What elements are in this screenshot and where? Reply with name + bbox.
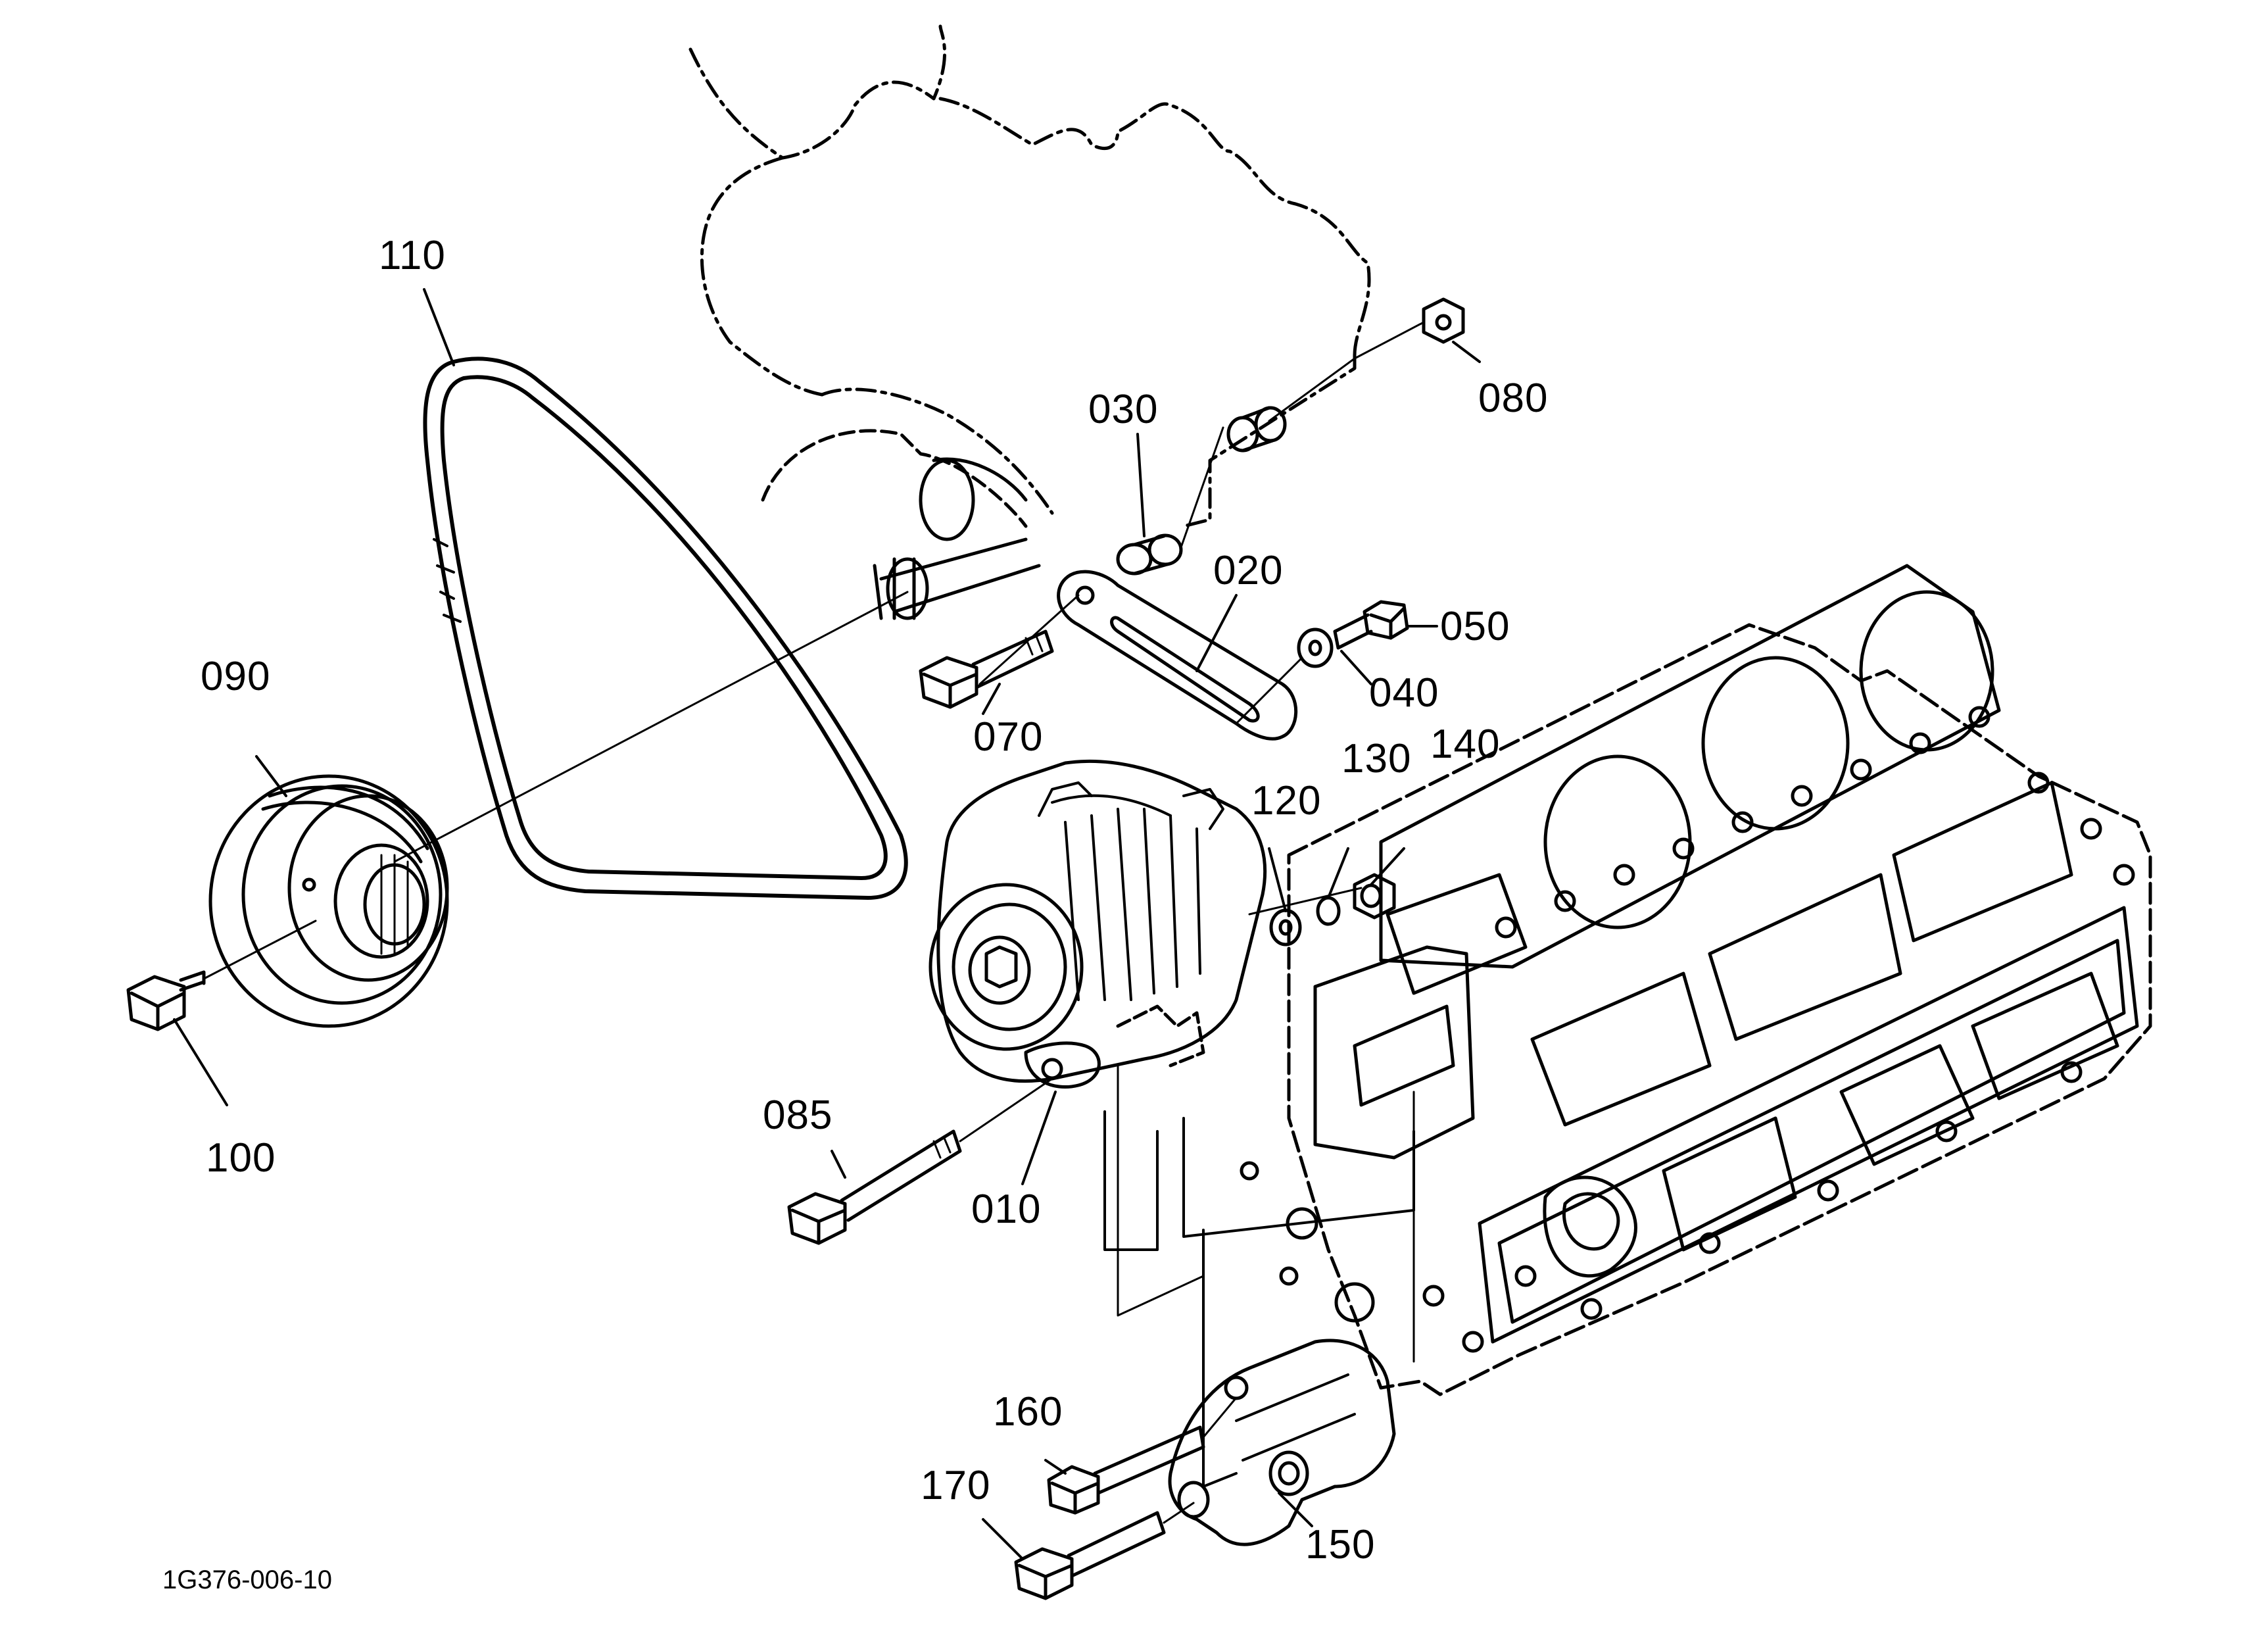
bolt-050 xyxy=(1333,600,1409,650)
callout-140: 140 xyxy=(1430,722,1501,767)
crankshaft-nose xyxy=(761,429,1041,620)
callout-040: 040 xyxy=(1369,670,1439,716)
callout-020: 020 xyxy=(1213,548,1284,593)
engine-block xyxy=(1103,564,2152,1488)
washer-120 xyxy=(1269,908,1302,946)
callout-070: 070 xyxy=(973,714,1044,760)
callout-150: 150 xyxy=(1305,1522,1376,1567)
spacer-030 xyxy=(1116,533,1183,576)
callout-085: 085 xyxy=(763,1093,833,1138)
bolt-070 xyxy=(919,629,1054,709)
callout-080: 080 xyxy=(1478,376,1549,421)
callout-130: 130 xyxy=(1341,736,1412,781)
alignment-lines xyxy=(203,321,1425,1524)
bolt-160 xyxy=(1047,1425,1205,1515)
bolt-170 xyxy=(1014,1511,1166,1600)
callout-010: 010 xyxy=(971,1187,1042,1232)
nut-080 xyxy=(1422,297,1465,344)
callout-030: 030 xyxy=(1088,387,1159,432)
collar xyxy=(1226,406,1287,453)
callout-170: 170 xyxy=(921,1463,991,1508)
spring-washer-130 xyxy=(1316,896,1341,926)
fan-belt xyxy=(423,356,908,900)
fan-pulley xyxy=(208,774,449,1028)
washer-040 xyxy=(1297,627,1334,668)
bolt-100 xyxy=(126,970,206,1031)
alternator xyxy=(929,759,1267,1089)
figure-reference: 1G376-006-10 xyxy=(162,1565,332,1594)
callout-160: 160 xyxy=(993,1389,1063,1435)
engine-outline xyxy=(688,24,1371,528)
callout-090: 090 xyxy=(201,654,271,699)
adjusting-bracket xyxy=(1057,570,1298,741)
leader-lines xyxy=(173,288,1481,1560)
callout-120: 120 xyxy=(1251,778,1322,823)
callout-100: 100 xyxy=(206,1135,276,1181)
callout-050: 050 xyxy=(1440,604,1510,649)
callout-110: 110 xyxy=(379,233,446,278)
bolt-085 xyxy=(787,1129,962,1245)
